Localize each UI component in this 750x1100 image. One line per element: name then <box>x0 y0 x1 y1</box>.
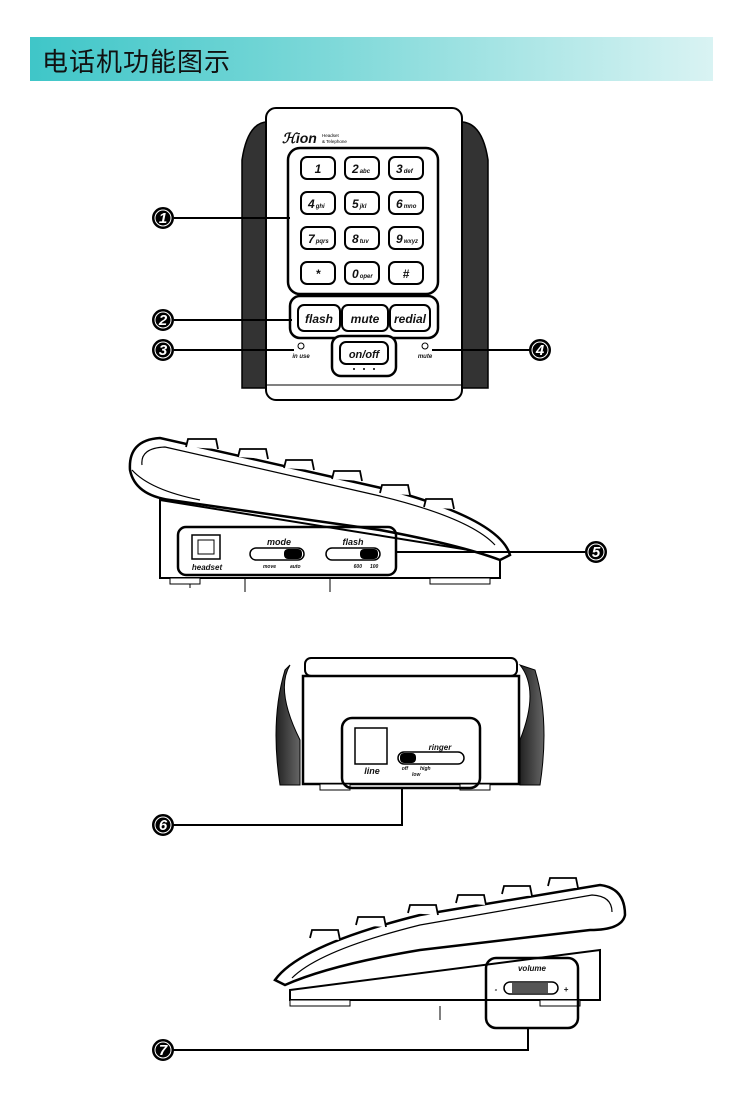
key-5[interactable]: 5jkl <box>344 191 380 215</box>
onoff-key[interactable]: on/off <box>339 341 389 370</box>
key-6[interactable]: 6mno <box>388 191 424 215</box>
key-8[interactable]: 8tuv <box>344 226 380 250</box>
ringer-off-label: off <box>402 766 410 772</box>
key-3[interactable]: 3def <box>388 156 424 180</box>
back-control-panel <box>340 716 482 790</box>
svg-text:7: 7 <box>159 1042 168 1059</box>
line-jack <box>354 727 388 765</box>
flash-switch[interactable] <box>325 547 381 561</box>
key-label: # <box>403 267 410 281</box>
in-use-led <box>297 342 305 350</box>
volume-minus: - <box>495 985 498 994</box>
flash-key[interactable]: flash <box>297 304 341 332</box>
svg-text:4: 4 <box>535 342 545 359</box>
callout-4: 4 <box>529 339 551 361</box>
mute-key-label: mute <box>351 312 380 326</box>
ringer-switch[interactable] <box>397 751 465 765</box>
volume-panel <box>484 956 580 1030</box>
key-7[interactable]: 7pqrs <box>300 226 336 250</box>
flash-setting-label: flash <box>342 537 364 547</box>
line-label: line <box>364 766 380 776</box>
side-view-left: headset mode move auto flash 600 100 <box>128 436 585 592</box>
ringer-low-label: low <box>412 772 421 778</box>
ringer-label: ringer <box>429 743 453 752</box>
key-label: 1 <box>315 162 322 176</box>
mode-right-label: auto <box>290 564 301 570</box>
key-star[interactable]: * <box>300 261 336 285</box>
callout-5: 5 <box>585 541 607 563</box>
callout-2: 2 <box>152 309 174 331</box>
svg-text:3: 3 <box>159 342 168 359</box>
mute-key[interactable]: mute <box>341 304 389 332</box>
headset-jack <box>191 534 221 560</box>
volume-label: volume <box>518 964 547 973</box>
in-use-label: in use <box>292 354 310 360</box>
key-9[interactable]: 9wxyz <box>388 226 424 250</box>
brand-tagline-1: Headset <box>322 133 340 138</box>
redial-key-label: redial <box>394 312 427 326</box>
svg-text:5: 5 <box>592 544 601 561</box>
side-view-right: volume - + <box>172 877 627 1051</box>
title-banner: 电话机功能图示 <box>30 37 713 81</box>
flash-key-label: flash <box>305 312 333 326</box>
callout-6: 6 <box>152 814 174 836</box>
front-view: ℋion Headset & Telephone 1 2abc 3def 4ghi 5j… <box>174 107 530 401</box>
volume-slider[interactable] <box>503 981 559 995</box>
callout-badges: 1 2 3 4 5 6 7 <box>152 207 607 1061</box>
brand-logo: ℋion <box>282 130 317 146</box>
redial-key[interactable]: redial <box>389 304 431 332</box>
mute-led <box>421 342 429 350</box>
callout-3: 3 <box>152 339 174 361</box>
keypad-frame <box>286 146 440 296</box>
mode-label: mode <box>267 537 291 547</box>
callout-7: 7 <box>152 1039 174 1061</box>
mode-switch[interactable] <box>249 547 305 561</box>
back-view: line ringer off low high <box>172 657 545 826</box>
headset-label: headset <box>192 563 223 572</box>
volume-plus: + <box>564 985 569 994</box>
brand-tagline-2: & Telephone <box>322 139 347 144</box>
key-2[interactable]: 2abc <box>344 156 380 180</box>
onoff-key-label: on/off <box>349 349 381 361</box>
mute-led-label: mute <box>418 354 433 360</box>
keypad: 1 2abc 3def 4ghi 5jkl 6mno 7pqrs 8tuv 9wxyz * 0ope… <box>300 156 424 285</box>
mode-left-label: move <box>263 564 276 570</box>
flash-right-label: 100 <box>370 564 379 570</box>
flash-left-label: 600 <box>354 564 363 570</box>
page-title: 电话机功能图示 <box>42 48 232 78</box>
key-0[interactable]: 0oper <box>344 261 380 285</box>
svg-text:6: 6 <box>159 817 168 834</box>
svg-text:2: 2 <box>158 312 168 329</box>
ringer-high-label: high <box>420 766 431 772</box>
key-4[interactable]: 4ghi <box>300 191 336 215</box>
key-1[interactable]: 1 <box>300 156 336 180</box>
svg-text:1: 1 <box>159 210 167 227</box>
key-label: * <box>316 267 322 281</box>
callout-1: 1 <box>152 207 174 229</box>
key-hash[interactable]: # <box>388 261 424 285</box>
